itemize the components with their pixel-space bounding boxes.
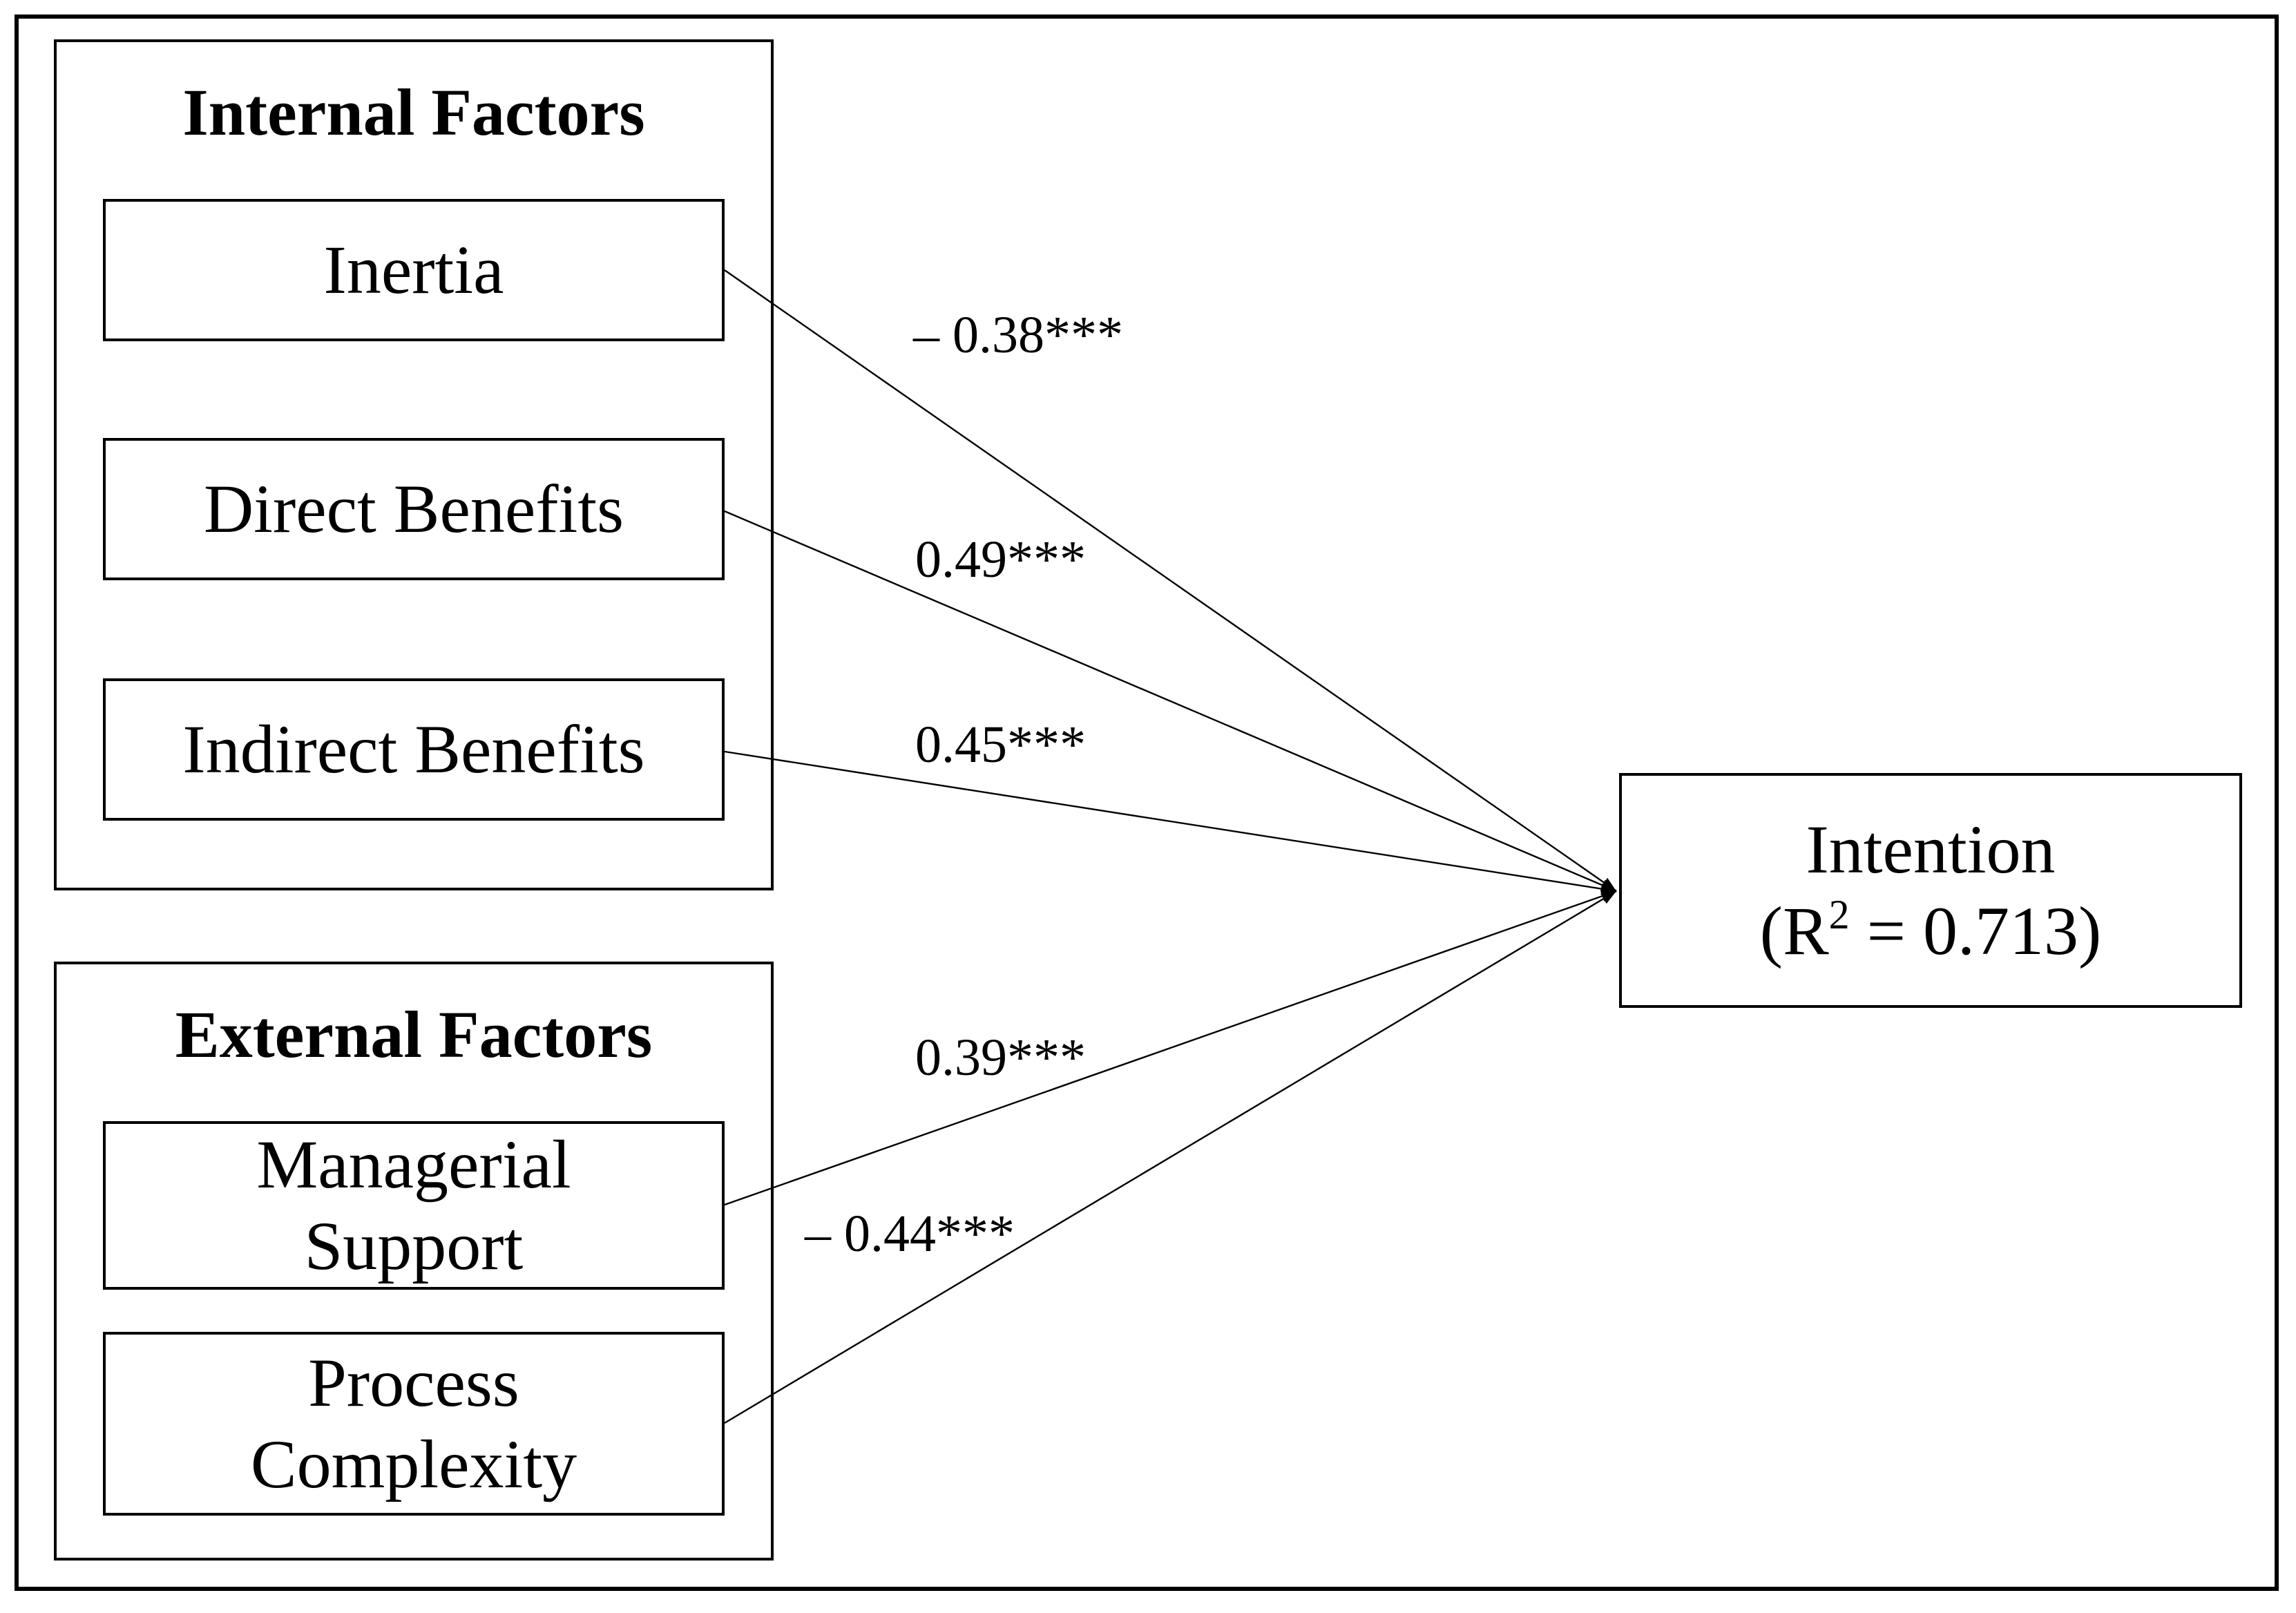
external-factors-title: External Factors	[175, 998, 653, 1071]
managerial-support-label-line2: Support	[304, 1208, 524, 1284]
direct-benefits-coefficient: 0.49***	[915, 531, 1086, 589]
process-complexity-label-line1: Process	[308, 1344, 519, 1421]
intention-r-squared-prefix: (R	[1759, 893, 1829, 969]
direct-benefits-node: Direct Benefits	[103, 438, 725, 580]
intention-label: Intention	[1806, 811, 2056, 888]
inertia-node: Inertia	[103, 199, 725, 341]
intention-r-squared: (R2 = 0.713)	[1760, 890, 2102, 972]
process-complexity-node: Process Complexity	[103, 1332, 725, 1516]
managerial-support-coefficient: 0.39***	[915, 1029, 1086, 1087]
managerial-support-node: Managerial Support	[103, 1121, 725, 1290]
process-complexity-label-line2: Complexity	[250, 1426, 577, 1502]
indirect-benefits-coefficient: 0.45***	[915, 716, 1086, 774]
indirect-benefits-node: Indirect Benefits	[103, 678, 725, 821]
figure-frame	[15, 15, 2279, 1591]
managerial-support-label-line1: Managerial	[256, 1126, 571, 1203]
internal-factors-title: Internal Factors	[182, 75, 645, 149]
internal-factors-group: Internal Factors	[54, 39, 774, 890]
process-complexity-coefficient: – 0.44***	[805, 1205, 1015, 1263]
intention-node: Intention (R2 = 0.713)	[1619, 773, 2242, 1008]
direct-benefits-label: Direct Benefits	[203, 470, 624, 547]
intention-r-squared-sup: 2	[1828, 891, 1850, 937]
intention-r-squared-suffix: = 0.713)	[1849, 893, 2102, 969]
inertia-coefficient: – 0.38***	[913, 306, 1123, 364]
indirect-benefits-label: Indirect Benefits	[182, 711, 645, 788]
inertia-label: Inertia	[323, 231, 504, 308]
